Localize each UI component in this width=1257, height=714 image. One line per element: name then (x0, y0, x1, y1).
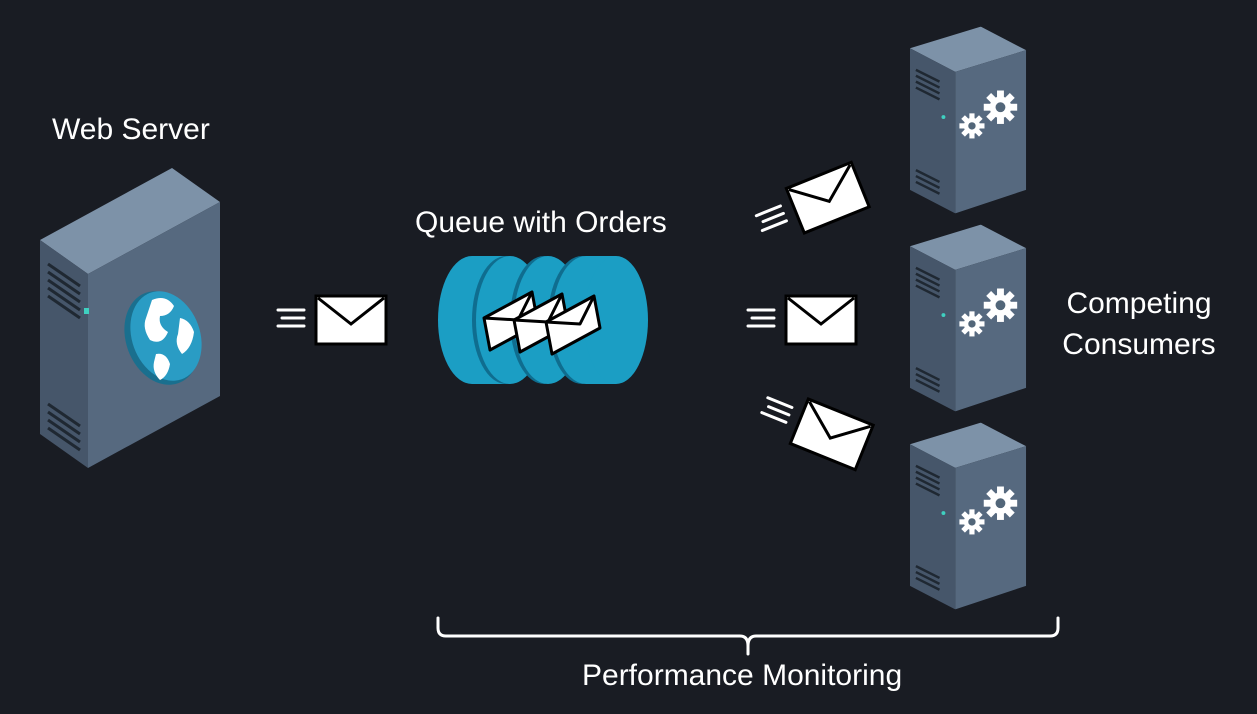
web-server-label: Web Server (52, 113, 210, 146)
consumers-label: Competing Consumers (1062, 287, 1216, 361)
server-gears-icon (910, 224, 1028, 412)
message-queue-icon (438, 256, 648, 384)
server-gears-icon (910, 26, 1028, 214)
envelope-icon (744, 292, 864, 348)
queue-label: Queue with Orders (415, 206, 667, 239)
server-gears-icon (910, 422, 1028, 610)
curly-brace-icon (436, 616, 1060, 656)
performance-monitoring-label: Performance Monitoring (582, 659, 903, 692)
envelope-icon (752, 176, 872, 232)
envelope-icon (756, 400, 876, 456)
envelope-icon (274, 292, 394, 348)
server-globe-icon (40, 168, 220, 468)
